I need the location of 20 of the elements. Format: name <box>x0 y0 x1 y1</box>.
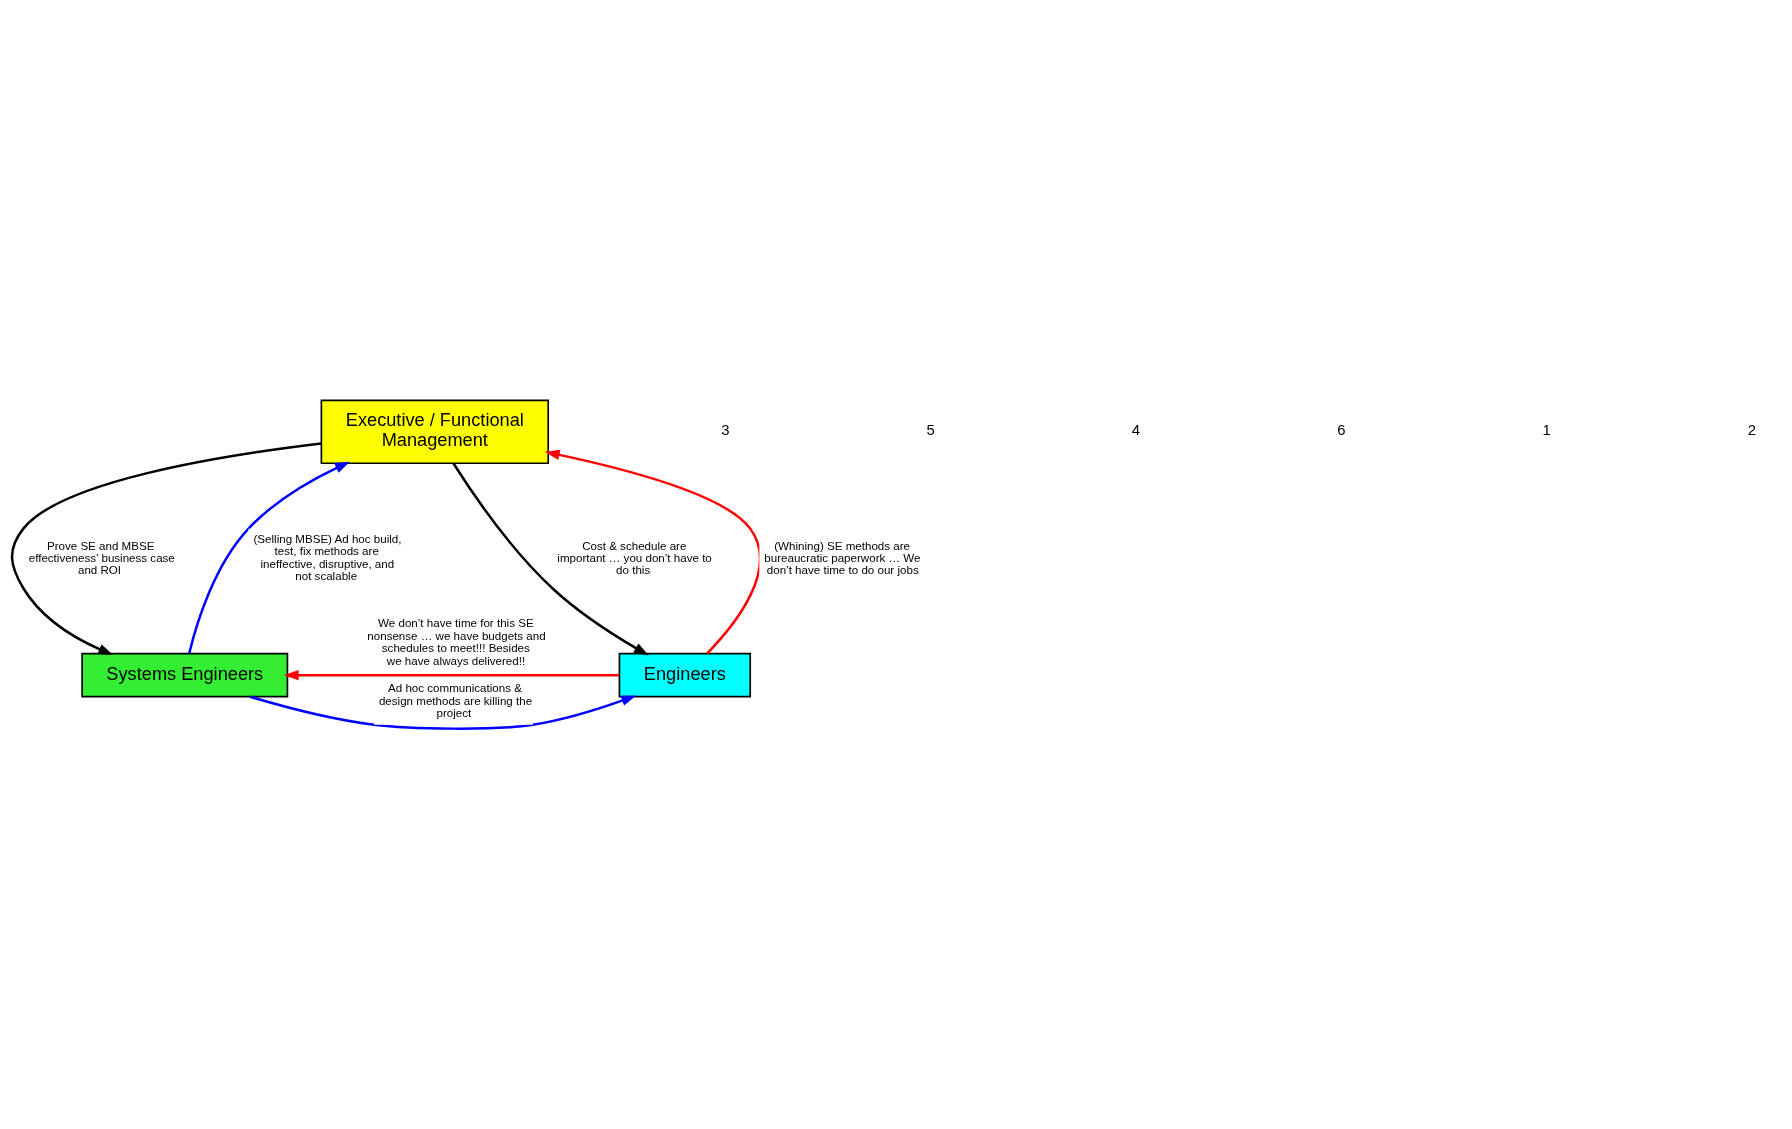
label: 6 <box>1337 422 1346 439</box>
label: 3 <box>721 422 730 439</box>
edge-label: Ad hoc communications & design methods are killing the project <box>378 682 533 720</box>
arrow <box>187 461 350 654</box>
edge-label: Cost & schedule are important … you don’t have to do this <box>557 539 712 577</box>
arrow <box>452 462 649 656</box>
label: 5 <box>926 422 935 439</box>
edge-label: We don’t have time for this SE nonsense … we have budgets and schedules to meet!!! Besides we have always delivered!! <box>367 617 546 667</box>
arrow <box>249 695 637 730</box>
edge-label: Prove SE and MBSE effectiveness’ business case and ROI <box>28 539 175 577</box>
node-box: Executive / Functional Management <box>320 399 550 465</box>
node-box: Systems Engineers <box>81 652 289 698</box>
edge-label: (Whining) SE methods are bureaucratic paperwork … We don’t have time to do our jobs <box>764 539 921 577</box>
arrow <box>283 669 620 681</box>
node-box: Engineers <box>618 652 752 698</box>
label: 2 <box>1747 422 1757 439</box>
edge-label: (Selling MBSE) Ad hoc build, test, fix methods are ineffective, disruptive, and not scalable <box>253 532 402 583</box>
label: 1 <box>1542 422 1551 439</box>
label: 4 <box>1131 422 1141 439</box>
arrow <box>10 442 322 656</box>
